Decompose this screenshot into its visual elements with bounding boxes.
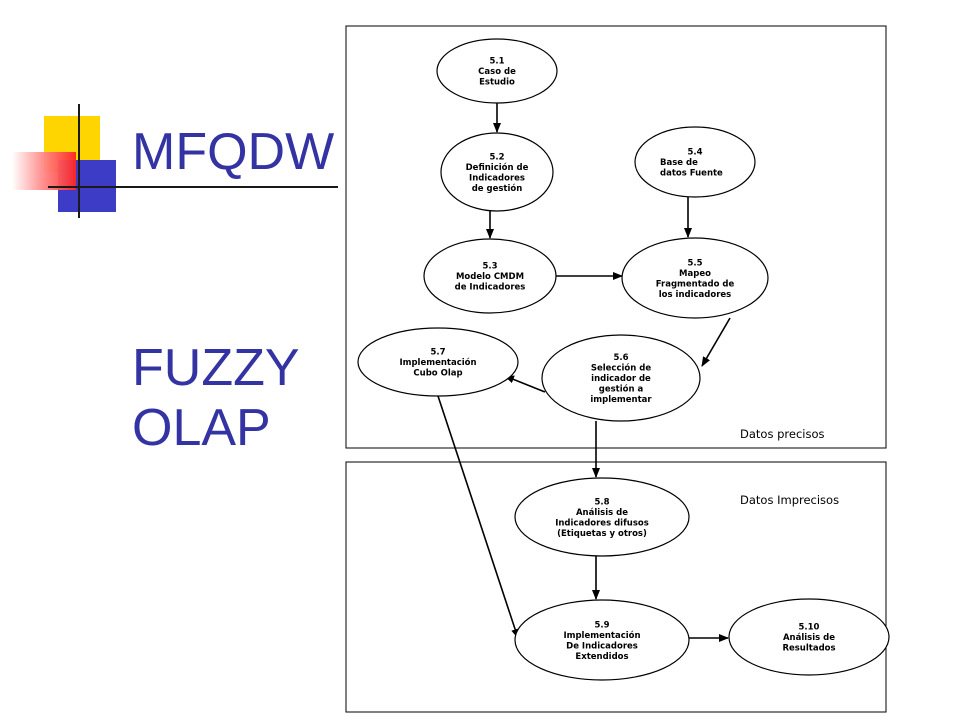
node-label-n57-line-2: Cubo Olap — [413, 369, 462, 379]
node-label-n51-line-1: Caso de — [478, 67, 516, 77]
edge-n55-to-n56 — [701, 317, 731, 367]
node-label-n54-line-2: datos Fuente — [660, 169, 723, 179]
node-label-n56-line-2: indicador de — [591, 374, 651, 384]
node-label-n52-line-2: Indicadores — [469, 173, 525, 183]
node-shape-n55 — [621, 237, 769, 319]
node-label-n51-line-2: Estudio — [479, 78, 515, 88]
node-label-n56-line-4: implementar — [590, 395, 652, 405]
node-label-n59-line-2: De Indicadores — [566, 641, 638, 651]
node-label-n56-line-1: Selección de — [591, 363, 651, 374]
node-shape-n58 — [514, 477, 690, 557]
node-label-n55-line-0: 5.5 — [687, 258, 702, 268]
node-shape-n59 — [514, 599, 690, 681]
decor-vertical-line — [78, 104, 80, 218]
node-shape-n510 — [728, 598, 890, 676]
precise-region-label: Datos precisos — [740, 427, 824, 441]
node-label-n52-line-1: Definición de — [466, 162, 529, 173]
node-label-n510-line-0: 5.10 — [799, 623, 820, 633]
node-label-n56-line-0: 5.6 — [613, 353, 628, 363]
node-shape-n54 — [634, 126, 756, 198]
node-label-n51-line-0: 5.1 — [489, 57, 504, 67]
node-label-n59-line-1: Implementación — [563, 630, 640, 641]
edge-n57-to-n59 — [437, 395, 519, 639]
node-label-n58-line-3: (Etiquetas y otros) — [557, 529, 647, 539]
edges — [437, 103, 731, 642]
node-label-n510-line-1: Análisis de — [783, 633, 835, 643]
node-label-n54-line-1: Base de — [660, 158, 698, 168]
node-shape-n53 — [423, 238, 557, 314]
node-label-n510-line-2: Resultados — [782, 644, 835, 654]
decor-horizontal-line — [48, 186, 338, 188]
slide-subtitle: FUZZY OLAP — [132, 339, 299, 457]
node-shape-n52 — [440, 132, 554, 212]
node-label-n55-line-2: Fragmentado de — [656, 279, 735, 289]
node-label-n56-line-3: gestión a — [599, 384, 644, 395]
node-shape-n56 — [541, 334, 701, 422]
node-label-n53-line-2: de Indicadores — [455, 283, 526, 293]
decor-red-gradient-bar — [12, 152, 76, 190]
edge-n56-to-n57 — [504, 375, 546, 393]
node-label-n59-line-0: 5.9 — [594, 620, 609, 630]
node-label-n58-line-1: Análisis de — [576, 508, 628, 518]
node-label-n59-line-3: Extendidos — [575, 652, 628, 662]
imprecise-data-region — [345, 461, 887, 713]
node-label-n52-line-3: de gestión — [472, 183, 523, 194]
node-label-n54-line-0: 5.4 — [687, 148, 702, 158]
precise-data-region — [345, 25, 887, 449]
node-shape-n57 — [357, 327, 519, 397]
node-label-n53-line-0: 5.3 — [482, 262, 497, 272]
node-shape-n51 — [436, 38, 558, 104]
node-label-n58-line-2: Indicadores difusos — [555, 518, 649, 528]
node-label-n57-line-1: Implementación — [399, 357, 476, 368]
slide-title: MFQDW — [132, 123, 335, 181]
node-label-n55-line-3: los indicadores — [659, 290, 731, 300]
node-label-n53-line-1: Modelo CMDM — [456, 272, 524, 282]
imprecise-region-label: Datos Imprecisos — [740, 493, 839, 507]
node-label-n58-line-0: 5.8 — [594, 497, 609, 507]
node-label-n52-line-0: 5.2 — [489, 152, 504, 162]
node-label-n55-line-1: Mapeo — [679, 269, 711, 279]
node-label-n57-line-0: 5.7 — [430, 348, 445, 358]
